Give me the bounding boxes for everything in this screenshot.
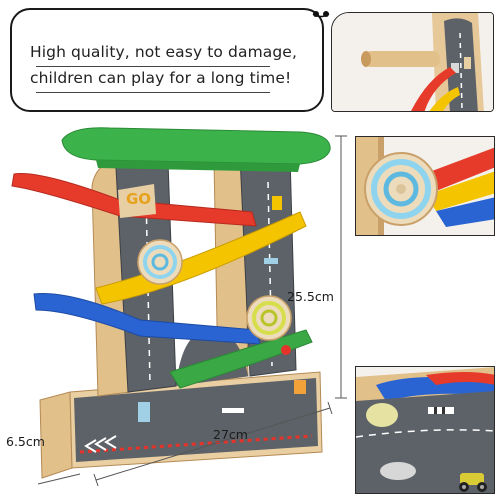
road-base-detail-photo (355, 366, 495, 494)
tagline-card: High quality, not easy to damage, childr… (10, 8, 324, 112)
underline (36, 66, 270, 67)
clip-connector (312, 13, 330, 18)
underline (36, 92, 270, 93)
width-dimension-label: 27cm (213, 427, 248, 442)
peg-detail-photo (331, 12, 494, 112)
tagline-line-2: children can play for a long time! (30, 69, 292, 87)
spinner-detail-photo (355, 136, 495, 236)
width-dimension-line (95, 407, 331, 481)
tagline-line-1: High quality, not easy to damage, (30, 43, 297, 61)
clip-dot (313, 11, 319, 17)
go-sign-label: GO (126, 190, 152, 208)
depth-dimension-label: 6.5cm (6, 434, 45, 449)
height-dimension-label: 25.5cm (287, 289, 334, 304)
depth-dimension-line (37, 473, 81, 485)
ramp-racer-toy-image (11, 127, 347, 487)
clip-dot (323, 11, 329, 17)
